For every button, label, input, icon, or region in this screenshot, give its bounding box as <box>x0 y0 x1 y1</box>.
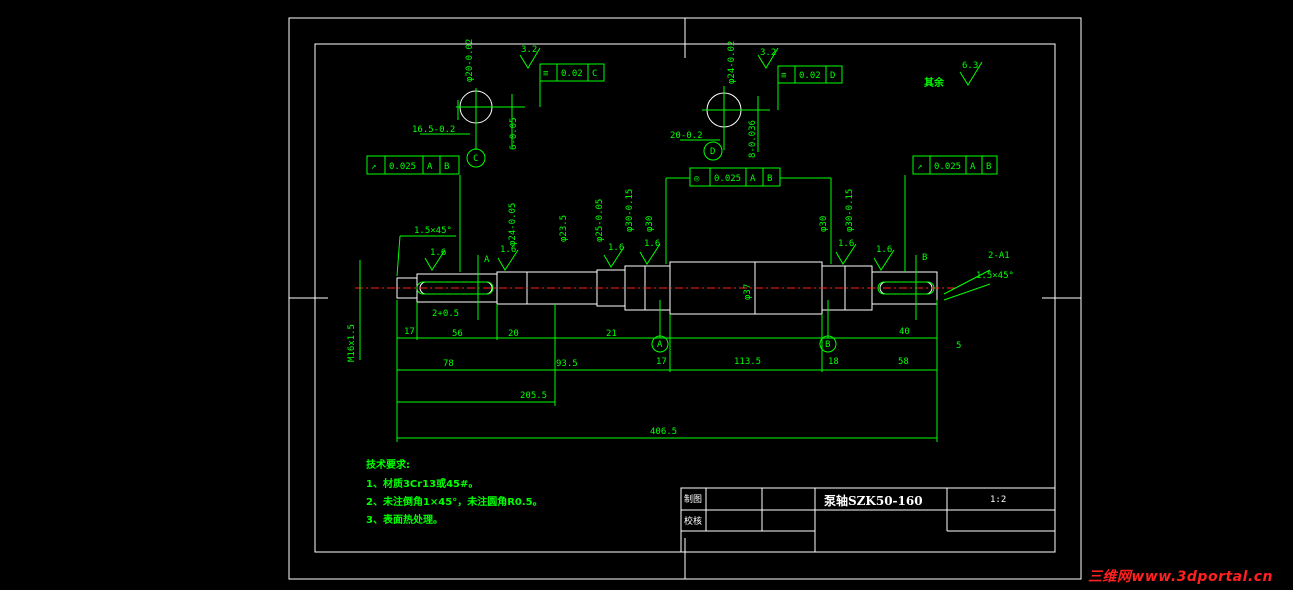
diameter-label: φ24-0.05 <box>508 203 518 246</box>
note-item: 3、表面热处理。 <box>366 513 443 526</box>
roughness-value: 1.6 <box>876 245 892 255</box>
symmetry-c-ref: C <box>592 69 597 79</box>
dim-value: 17 <box>404 327 415 337</box>
section-c-diameter: φ20-0.02 <box>465 39 475 82</box>
runout-right-value: 0.025 <box>934 162 961 172</box>
diameter-label: φ37 <box>743 284 753 300</box>
site-watermark: 三维网www.3dportal.cn <box>1087 569 1273 585</box>
concentricity-value: 0.025 <box>714 174 741 184</box>
dim-value: 113.5 <box>734 357 761 367</box>
symmetry-c-symbol: ≡ <box>543 69 549 79</box>
title-block: 制图 校核 泵轴SZK50-160 1:2 <box>680 487 1056 553</box>
dim-value: 18 <box>828 357 839 367</box>
dim-value: 78 <box>443 359 454 369</box>
dim-value: 40 <box>899 327 910 337</box>
part-name: 泵轴SZK50-160 <box>824 493 923 508</box>
roughness-values: 3.2 3.2 1.6 1.6 1.6 1.6 1.6 1.6 <box>430 45 892 258</box>
section-mark-a: A <box>484 255 490 265</box>
shaft-outline <box>355 261 955 315</box>
section-d-label: D <box>710 147 715 157</box>
dim-value: 17 <box>656 357 667 367</box>
runout-right-symbol: ↗ <box>917 162 922 172</box>
runout-frame-right: ↗ 0.025 A B <box>912 155 998 175</box>
roughness-value: 3.2 <box>521 45 537 55</box>
symmetry-c-value: 0.02 <box>561 69 583 79</box>
symmetry-d-symbol: ≡ <box>781 71 787 81</box>
symmetry-d-value: 0.02 <box>799 71 821 81</box>
dim-value: 56 <box>452 329 463 339</box>
horizontal-dimensions: 17 56 20 21 17 18 40 5 78 93.5 113.5 58 … <box>404 226 1014 437</box>
concentricity-frame: ◎ 0.025 A B <box>689 167 781 187</box>
dim-value: 58 <box>898 357 909 367</box>
section-c-depth: 6-0.05 <box>509 117 519 150</box>
concentricity-ref-b: B <box>767 174 772 184</box>
section-d-width: 20-0.2 <box>670 131 703 141</box>
dim-value: 20 <box>508 329 519 339</box>
technical-notes: 技术要求: 1、材质3Cr13或45#。 2、未注倒角1×45°，未注圆角R0.… <box>366 458 543 526</box>
diameter-label: φ30-0.15 <box>625 189 635 232</box>
datum-b: B <box>825 340 830 350</box>
checked-by-label: 校核 <box>684 515 702 527</box>
roughness-value: 1.6 <box>500 245 516 255</box>
dim-value: 93.5 <box>556 359 578 369</box>
roughness-value: 1.6 <box>838 239 854 249</box>
runout-value: 0.025 <box>389 162 416 172</box>
roughness-value: 3.2 <box>760 48 776 58</box>
section-c-width: 16.5-0.2 <box>412 125 455 135</box>
note-item: 1、材质3Cr13或45#。 <box>366 477 478 490</box>
notes-heading: 技术要求: <box>366 458 410 471</box>
diameter-label: φ30-0.15 <box>845 189 855 232</box>
concentricity-symbol: ◎ <box>694 174 700 184</box>
diameter-label: φ23.5 <box>559 215 569 242</box>
section-mark-b: B <box>922 253 927 263</box>
dim-value: 5 <box>956 341 961 351</box>
runout-frame-left: ↗ 0.025 A B <box>366 155 460 175</box>
dim-value: 21 <box>606 329 617 339</box>
surface-other-value: 6.3 <box>962 61 978 71</box>
keyway-dim: 2+0.5 <box>432 309 459 319</box>
surface-other-label: 其余 <box>924 76 945 89</box>
dimension-lines <box>359 175 991 442</box>
drawn-by-label: 制图 <box>684 493 702 505</box>
section-d-depth: 8-0.036 <box>748 120 758 158</box>
runout-ref-a: A <box>427 162 433 172</box>
section-c-label: C <box>473 154 478 164</box>
roughness-value: 1.6 <box>608 243 624 253</box>
dim-value: 205.5 <box>520 391 547 401</box>
sheet-border-inner <box>314 43 1056 553</box>
roughness-symbols <box>424 47 983 271</box>
runout-symbol: ↗ <box>371 162 376 172</box>
roughness-value: 1.6 <box>430 248 446 258</box>
runout-ref-b: B <box>444 162 449 172</box>
runout-right-ref-b: B <box>986 162 991 172</box>
diameter-label: φ25-0.05 <box>595 199 605 242</box>
note-item: 2、未注倒角1×45°，未注圆角R0.5。 <box>366 495 543 508</box>
chamfer-right: 1.5×45° <box>976 271 1014 281</box>
thread-label: M16x1.5 <box>347 324 357 362</box>
runout-right-ref-a: A <box>970 162 976 172</box>
section-d-diameter: φ24-0.02 <box>727 41 737 84</box>
drawing-scale: 1:2 <box>990 495 1006 505</box>
chamfer-left: 1.5×45° <box>414 226 452 236</box>
concentricity-ref-a: A <box>750 174 756 184</box>
dim-value: 406.5 <box>650 427 677 437</box>
symmetry-frame-d: ≡ 0.02 D <box>777 65 843 84</box>
symmetry-d-ref: D <box>830 71 835 81</box>
datum-a: A <box>657 340 663 350</box>
centering-marks <box>289 18 1081 579</box>
symmetry-frame-c: ≡ 0.02 C <box>539 63 605 82</box>
roughness-value: 1.6 <box>644 239 660 249</box>
datum-markers: A B A B <box>484 253 927 353</box>
diameter-label: φ30 <box>645 216 655 232</box>
section-c <box>420 66 541 168</box>
diameter-label: φ30 <box>819 216 829 232</box>
center-hole-label: 2-A1 <box>988 251 1010 261</box>
diameter-labels: φ24-0.05 φ23.5 φ25-0.05 φ30-0.15 φ30 φ37… <box>347 189 855 362</box>
